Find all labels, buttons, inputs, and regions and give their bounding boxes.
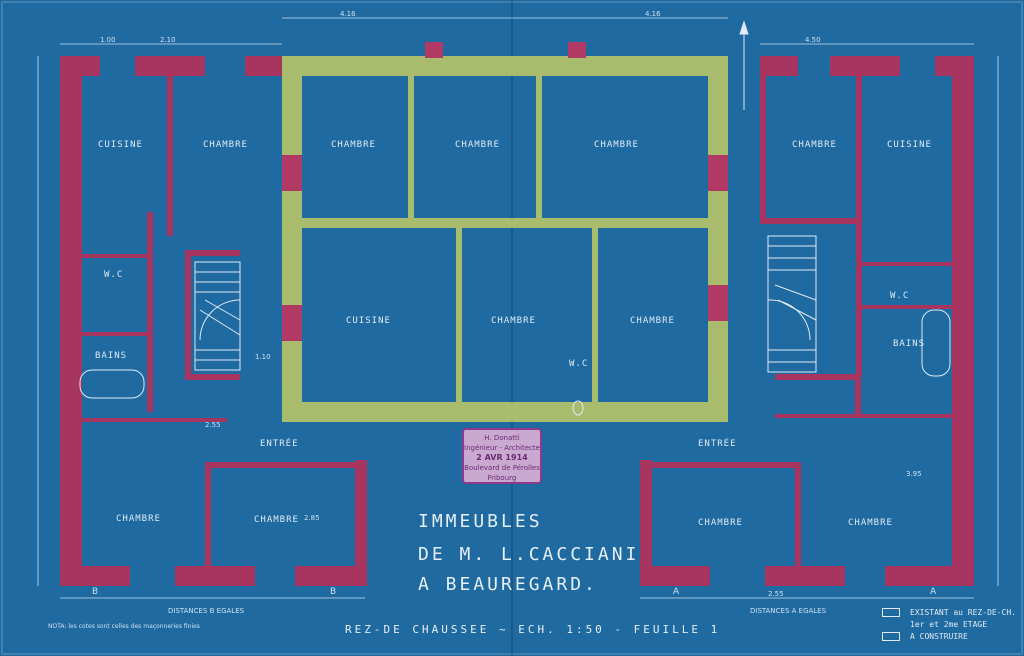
room-label-chambre-bottom-right-1: CHAMBRE [698, 518, 743, 528]
room-label-chambre-top-right: CHAMBRE [792, 140, 837, 150]
legend-label-construire: A CONSTRUIRE [910, 631, 968, 641]
dim-top-right: 4.16 [645, 10, 661, 18]
dim-bottom-left: 2.55 [205, 421, 221, 429]
legend: EXISTANT au REZ-DE-CH. 1er et 2me ETAGE … [882, 606, 1016, 642]
stamp-line-4: Boulevard de Pérolles [464, 464, 540, 472]
dim-right-wing-top: 4.50 [805, 36, 821, 44]
room-label-chambre-center-4: CHAMBRE [491, 316, 536, 326]
axis-label-a-right: A [930, 587, 937, 597]
room-label-cuisine-center: CUISINE [346, 316, 391, 326]
room-label-wc-center: W.C [569, 359, 588, 369]
dim-right-vertical: 3.95 [906, 470, 922, 478]
dim-stair-left: 1.10 [255, 353, 271, 361]
bathtub-left [79, 369, 145, 399]
distances-a-note: DISTANCES A EGALES [750, 607, 827, 615]
axis-label-b-right: B [330, 587, 336, 597]
title-line-3: A BEAUREGARD. [418, 574, 598, 595]
legend-label-etage: 1er et 2me ETAGE [910, 619, 988, 629]
dim-left-edge: 1.00 [100, 36, 116, 44]
central-block-openings [282, 42, 728, 341]
room-label-chambre-center-1: CHAMBRE [331, 140, 376, 150]
axis-label-b-left: B [92, 587, 98, 597]
room-label-bains-left: BAINS [95, 351, 127, 361]
wc-fixture-center [572, 400, 584, 416]
legend-swatch-existant [882, 607, 900, 617]
dim-left-wing-top: 2.10 [160, 36, 176, 44]
title-line-1: IMMEUBLES [418, 511, 543, 532]
dim-bottom-right: 2.55 [768, 590, 784, 598]
title-line-2: DE M. L.CACCIANI [418, 544, 639, 565]
central-block-walls [282, 56, 728, 422]
axis-label-a-left: A [673, 587, 680, 597]
stamp-line-2: Ingénieur - Architecte [464, 444, 540, 452]
bathtub-right [921, 309, 951, 377]
room-label-chambre-bottom-right-2: CHAMBRE [848, 518, 893, 528]
dimension-lines [37, 17, 999, 599]
stamp-line-1: H. Donatti [484, 434, 520, 442]
legend-row-existant: EXISTANT au REZ-DE-CH. [882, 606, 1016, 618]
legend-row-construire: A CONSTRUIRE [882, 630, 1016, 642]
dim-top-left: 4.16 [340, 10, 356, 18]
plan-subtitle: REZ-DE CHAUSSEE ~ ECH. 1:50 - FEUILLE 1 [345, 623, 720, 636]
architect-stamp: H. Donatti Ingénieur - Architecte 2 AVR … [462, 428, 542, 484]
room-label-chambre-bottom-left-2: CHAMBRE [254, 515, 299, 525]
room-label-cuisine-left: CUISINE [98, 140, 143, 150]
room-label-chambre-bottom-left-1: CHAMBRE [116, 514, 161, 524]
room-label-wc-left: W.C [104, 270, 123, 280]
north-arrow [739, 20, 749, 110]
room-label-entree-left: ENTRÉE [260, 437, 299, 449]
legend-label-existant: EXISTANT au REZ-DE-CH. [910, 607, 1016, 617]
room-label-cuisine-right: CUISINE [887, 140, 932, 150]
left-wing-walls [60, 56, 367, 586]
stamp-line-5: Fribourg [487, 474, 517, 482]
room-label-chambre-top-left: CHAMBRE [203, 140, 248, 150]
right-wing-walls [640, 56, 974, 586]
room-label-chambre-center-5: CHAMBRE [630, 316, 675, 326]
room-label-bains-right: BAINS [893, 339, 925, 349]
room-label-wc-right: W.C [890, 291, 909, 301]
distances-b-note: DISTANCES B EGALES [168, 607, 245, 615]
stamp-date: 2 AVR 1914 [476, 453, 528, 462]
legend-row-etage: 1er et 2me ETAGE [882, 618, 1016, 630]
legend-swatch-construire [882, 631, 900, 641]
nota-note: NOTA: les cotes sont celles des maçonner… [48, 623, 200, 630]
left-staircase [194, 261, 241, 371]
room-label-chambre-center-2: CHAMBRE [455, 140, 500, 150]
dim-chambre-left: 2.85 [304, 514, 320, 522]
room-label-chambre-center-3: CHAMBRE [594, 140, 639, 150]
right-staircase [767, 235, 817, 373]
room-label-entree-right: ENTRÉE [698, 437, 737, 449]
